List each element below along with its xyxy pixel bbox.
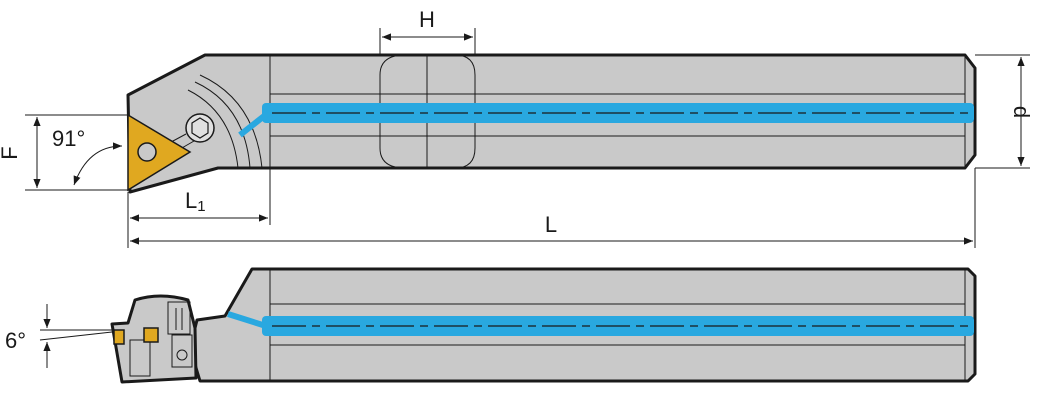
side-insert-2: [143, 327, 159, 343]
head-arc-inner: [187, 89, 239, 169]
dim-d: d: [975, 54, 1034, 169]
head-screw: [176, 349, 188, 361]
coolant-feed-side: [227, 311, 267, 329]
dim-L1-sub: 1: [197, 198, 205, 215]
angle-91-label: 91°: [52, 126, 85, 151]
dim-F-label: F: [0, 146, 22, 159]
flat-profile: [379, 54, 476, 169]
coolant-feed-top: [238, 110, 270, 138]
dim-L-label: L: [545, 212, 557, 237]
head-detail-2: [171, 334, 193, 368]
side-view: [110, 267, 977, 384]
dim-F: F: [0, 114, 128, 191]
side-insert-1: [113, 329, 125, 345]
hex-socket-icon: [191, 117, 209, 139]
angle-6: 6°: [5, 304, 113, 368]
dim-L1-main: L: [185, 188, 197, 213]
dim-L1: L1: [127, 168, 271, 248]
insert-hole: [137, 142, 157, 162]
top-view: [126, 53, 977, 194]
clamp-screw: [185, 113, 215, 143]
angle-91: 91°: [52, 126, 123, 186]
head-arc-mid: [194, 81, 251, 169]
triangular-insert: [127, 113, 192, 192]
dim-H: H: [379, 7, 476, 55]
dim-H-label: H: [419, 7, 435, 32]
head-detail-3: [129, 339, 151, 377]
angle-6-label: 6°: [5, 328, 26, 353]
dim-d-label: d: [1009, 106, 1034, 118]
dim-L1-label: L1: [185, 188, 206, 215]
dim-L: L: [130, 168, 976, 248]
head-detail-1: [167, 301, 191, 335]
head-arc-outer: [199, 74, 263, 169]
